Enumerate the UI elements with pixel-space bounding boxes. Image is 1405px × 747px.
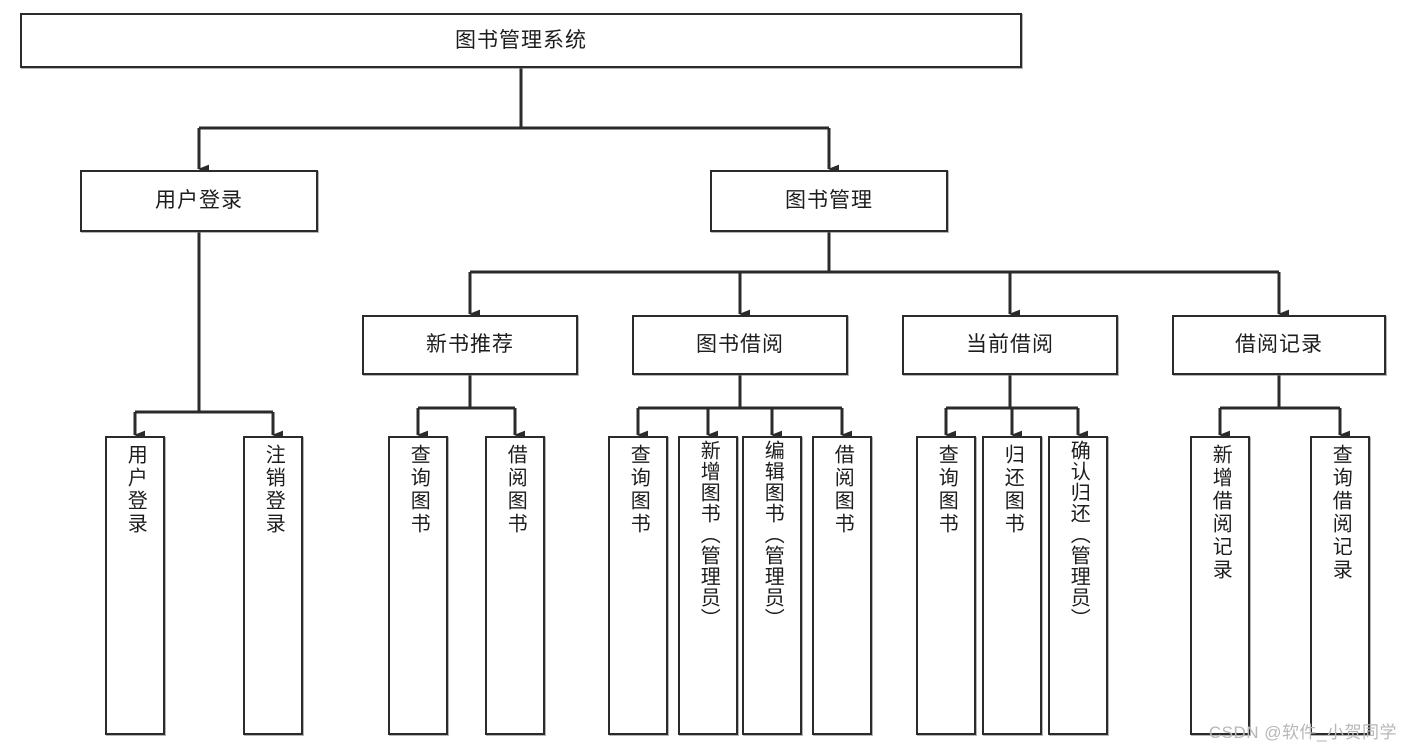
node-borrow[interactable]: 图书借阅 [632,315,848,375]
node-label: 确认归还（管理员） [1067,440,1090,629]
node-current[interactable]: 当前借阅 [902,315,1118,375]
node-label: 图书管理 [785,189,873,213]
node-label: 查询借阅记录 [1329,444,1352,582]
node-label: 注销登录 [262,444,285,536]
node-leaf-addrec[interactable]: 新增借阅记录 [1190,436,1250,735]
node-leaf-borrow1[interactable]: 借阅图书 [485,436,545,735]
node-bookmgmt[interactable]: 图书管理 [710,170,948,232]
node-records[interactable]: 借阅记录 [1172,315,1386,375]
node-label: 借阅记录 [1235,333,1323,357]
node-label: 查询图书 [627,444,650,536]
node-label: 查询图书 [935,444,958,536]
node-label: 图书管理系统 [455,28,587,52]
node-login[interactable]: 用户登录 [80,170,318,232]
node-label: 编辑图书（管理员） [761,440,784,629]
node-label: 图书借阅 [696,333,784,357]
node-label: 查询图书 [407,444,430,536]
node-label: 新增图书（管理员） [697,440,720,629]
node-leaf-edit[interactable]: 编辑图书（管理员） [742,436,802,735]
node-label: 借阅图书 [831,444,854,536]
node-leaf-add[interactable]: 新增图书（管理员） [678,436,738,735]
node-label: 用户登录 [155,189,243,213]
edge-group [133,68,1350,440]
node-label: 新增借阅记录 [1209,444,1232,582]
node-label: 归还图书 [1001,444,1024,536]
node-leaf-return[interactable]: 归还图书 [982,436,1042,735]
node-label: 新书推荐 [426,333,514,357]
node-leaf-borrow2[interactable]: 借阅图书 [812,436,872,735]
node-leaf-confirm[interactable]: 确认归还（管理员） [1048,436,1108,735]
node-leaf-logout[interactable]: 注销登录 [243,436,303,735]
node-newbook[interactable]: 新书推荐 [362,315,578,375]
node-root[interactable]: 图书管理系统 [20,13,1022,68]
node-leaf-query2[interactable]: 查询图书 [608,436,668,735]
node-label: 当前借阅 [966,333,1054,357]
node-leaf-query3[interactable]: 查询图书 [916,436,976,735]
node-label: 用户登录 [124,444,147,536]
node-leaf-query1[interactable]: 查询图书 [388,436,448,735]
node-label: 借阅图书 [504,444,527,536]
node-leaf-queryrec[interactable]: 查询借阅记录 [1310,436,1370,735]
node-leaf-login[interactable]: 用户登录 [105,436,165,735]
